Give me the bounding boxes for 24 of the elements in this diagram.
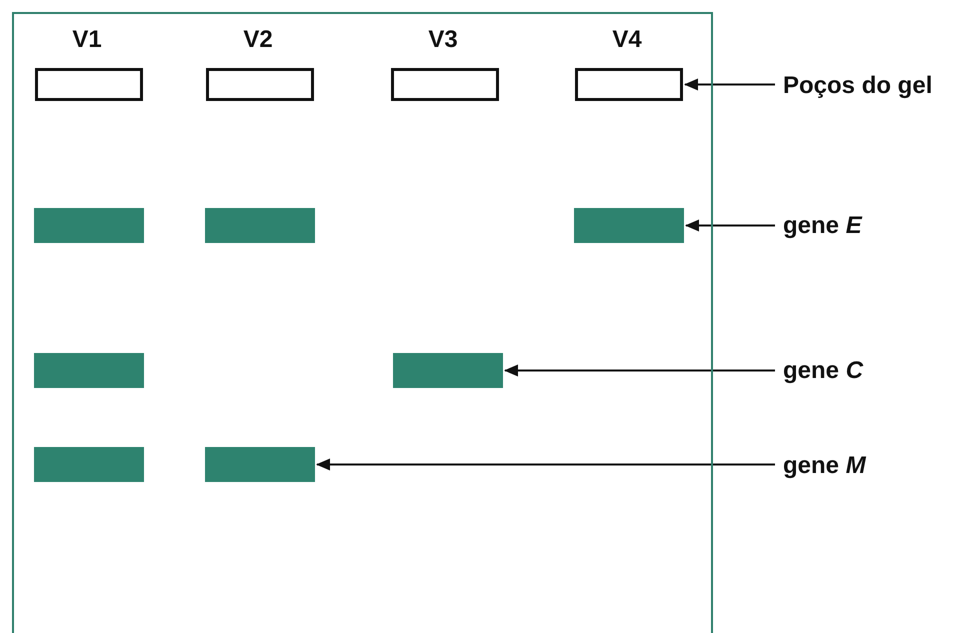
leader-arrow (316, 458, 775, 470)
callout-label: Poços do gel (783, 72, 932, 102)
callout-label: gene M (783, 452, 866, 482)
leader-arrow (684, 78, 775, 90)
gel-well (391, 68, 499, 101)
callout-label: gene E (783, 212, 862, 242)
lane-label: V4 (612, 26, 642, 53)
dna-band (34, 208, 144, 243)
callout-label: gene C (783, 357, 864, 387)
leader-arrow (504, 364, 775, 376)
dna-band (205, 208, 315, 243)
leader-arrow (685, 220, 775, 232)
lane-label: V3 (428, 26, 458, 53)
lane-label: V2 (243, 26, 273, 53)
lane-label: V1 (72, 26, 102, 53)
gel-well (206, 68, 314, 101)
dna-band (393, 353, 503, 388)
dna-band (34, 447, 144, 482)
gel-well (35, 68, 143, 101)
dna-band (574, 208, 684, 243)
dna-band (205, 447, 315, 482)
gel-panel (12, 12, 713, 633)
dna-band (34, 353, 144, 388)
gel-well (575, 68, 683, 101)
